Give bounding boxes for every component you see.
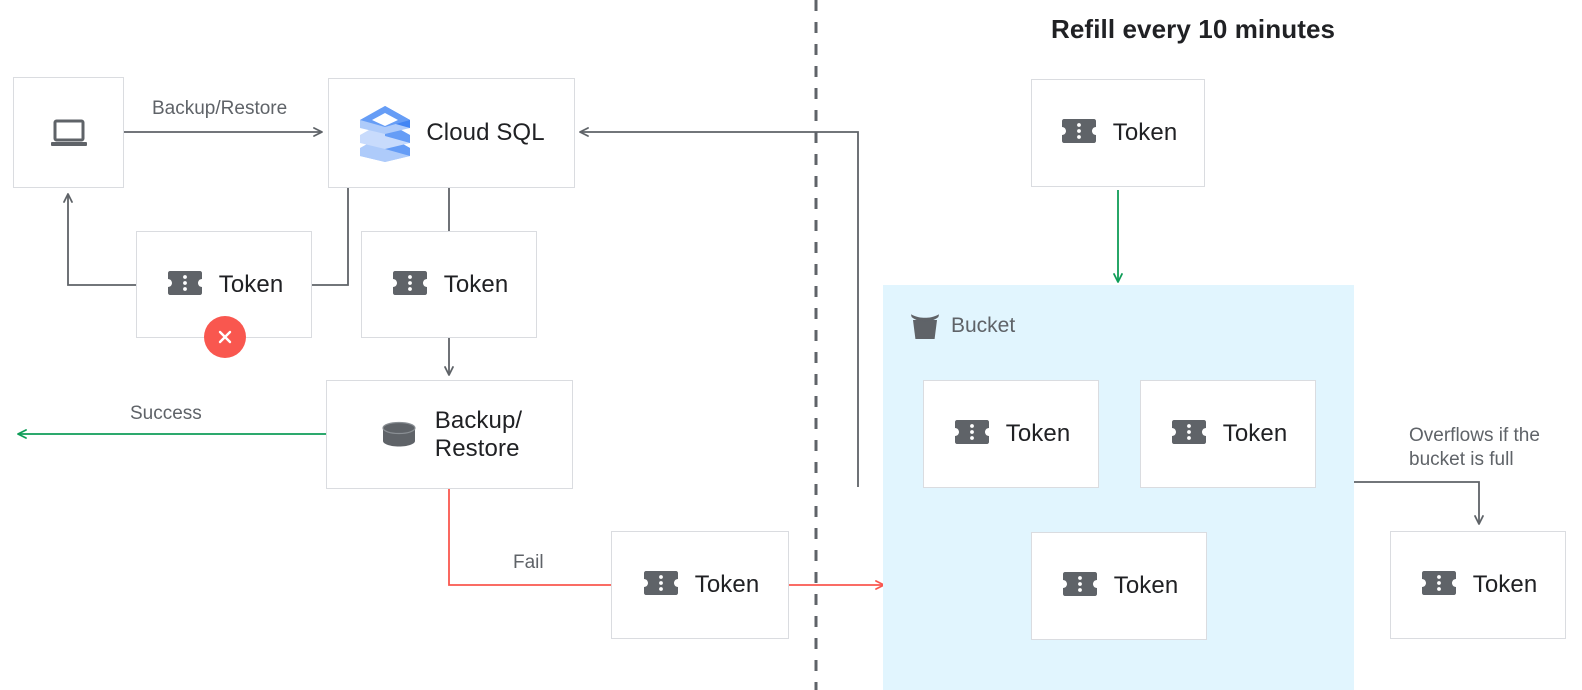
node-token-overflow[interactable]: Token bbox=[1390, 531, 1566, 639]
database-icon bbox=[377, 417, 421, 453]
laptop-icon bbox=[48, 116, 90, 150]
cloud-sql-icon bbox=[358, 102, 412, 164]
node-bucket-token-1[interactable]: Token bbox=[923, 380, 1099, 488]
token-icon bbox=[1060, 569, 1100, 603]
edge-bucket-to-cloudsql bbox=[579, 127, 859, 487]
edge-label-backup-restore: Backup/Restore bbox=[152, 98, 288, 119]
token-icon bbox=[1419, 568, 1459, 602]
page-title: Refill every 10 minutes bbox=[1051, 14, 1336, 44]
node-bucket-token-3[interactable]: Token bbox=[1031, 532, 1207, 640]
node-token-fail-return[interactable]: Token bbox=[611, 531, 789, 639]
token-icon bbox=[1059, 116, 1099, 150]
node-label: Token bbox=[218, 270, 284, 298]
bucket-title: Bucket bbox=[951, 314, 1016, 337]
token-icon bbox=[641, 568, 681, 602]
node-client[interactable] bbox=[13, 77, 124, 188]
bucket-header: Bucket bbox=[909, 311, 1015, 341]
error-x-icon bbox=[204, 316, 246, 358]
edge-bucket-overflow bbox=[1354, 481, 1484, 525]
edge-label-overflow: Overflows if the bucket is full bbox=[1409, 425, 1540, 470]
node-label: Cloud SQL bbox=[426, 119, 545, 147]
edge-cloudsql-to-tokenfailed bbox=[311, 188, 349, 286]
node-label: Token bbox=[1005, 420, 1071, 448]
node-label: Token bbox=[1112, 119, 1178, 147]
node-label: Token bbox=[1113, 572, 1179, 600]
node-backup-restore[interactable]: Backup/ Restore bbox=[326, 380, 573, 489]
node-label: Token bbox=[694, 571, 760, 599]
node-label: Backup/ Restore bbox=[434, 406, 523, 462]
node-bucket-token-2[interactable]: Token bbox=[1140, 380, 1316, 488]
token-icon bbox=[1169, 417, 1209, 451]
token-icon bbox=[952, 417, 992, 451]
bucket-icon bbox=[909, 311, 941, 341]
token-icon bbox=[165, 268, 205, 302]
edge-label-success: Success bbox=[130, 403, 202, 424]
node-token-consumed[interactable]: Token bbox=[361, 231, 537, 338]
edge-label-fail: Fail bbox=[513, 552, 544, 573]
token-icon bbox=[390, 268, 430, 302]
node-cloud-sql[interactable]: Cloud SQL bbox=[328, 78, 575, 188]
node-label: Token bbox=[443, 270, 509, 298]
node-label: Token bbox=[1222, 420, 1288, 448]
node-label: Token bbox=[1472, 571, 1538, 599]
edge-tokenfailed-to-client bbox=[63, 193, 136, 286]
node-token-refill[interactable]: Token bbox=[1031, 79, 1205, 187]
